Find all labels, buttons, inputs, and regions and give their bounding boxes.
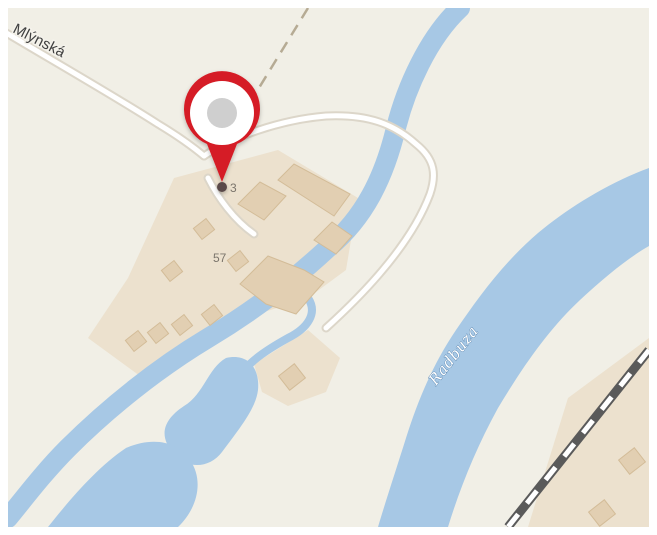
footpath bbox=[252, 8, 310, 97]
building-shed-2 bbox=[226, 249, 250, 273]
building-shed-3 bbox=[160, 259, 184, 283]
road-mlynska bbox=[8, 31, 207, 159]
map-pin-center-dot bbox=[207, 98, 237, 128]
side-channel-water bbox=[246, 294, 316, 368]
building-shed-6 bbox=[146, 321, 170, 345]
house-number-partial: 3 bbox=[230, 181, 237, 195]
map-canvas[interactable]: Mlýnská 57 3 Radbuza bbox=[8, 8, 649, 527]
road-spur bbox=[205, 175, 257, 237]
building-shed-7 bbox=[124, 329, 148, 353]
pond-upper bbox=[164, 357, 259, 466]
building-main-west bbox=[237, 181, 287, 221]
building-main-south bbox=[239, 255, 325, 315]
railway-dashes bbox=[506, 348, 649, 527]
building-southeast bbox=[617, 447, 647, 475]
building-main-east bbox=[313, 221, 353, 255]
river-radbuza-water bbox=[378, 168, 649, 527]
road-loop bbox=[201, 113, 436, 331]
building-shed-5 bbox=[170, 313, 194, 337]
buildings bbox=[124, 163, 647, 527]
building-southeast-2 bbox=[587, 499, 617, 527]
house-number-57: 57 bbox=[213, 251, 227, 265]
pond-lower bbox=[48, 441, 198, 527]
roads bbox=[8, 31, 436, 331]
building-shed-1 bbox=[192, 217, 216, 241]
map-pin-anchor-dot bbox=[217, 182, 227, 192]
building-south bbox=[277, 363, 307, 391]
map-pin-icon[interactable] bbox=[183, 71, 260, 192]
building-shed-4 bbox=[200, 303, 224, 327]
building-main-north bbox=[277, 163, 351, 217]
map-view[interactable]: Mlýnská 57 3 Radbuza bbox=[8, 8, 649, 527]
built-area-farmstead bbox=[88, 150, 358, 376]
